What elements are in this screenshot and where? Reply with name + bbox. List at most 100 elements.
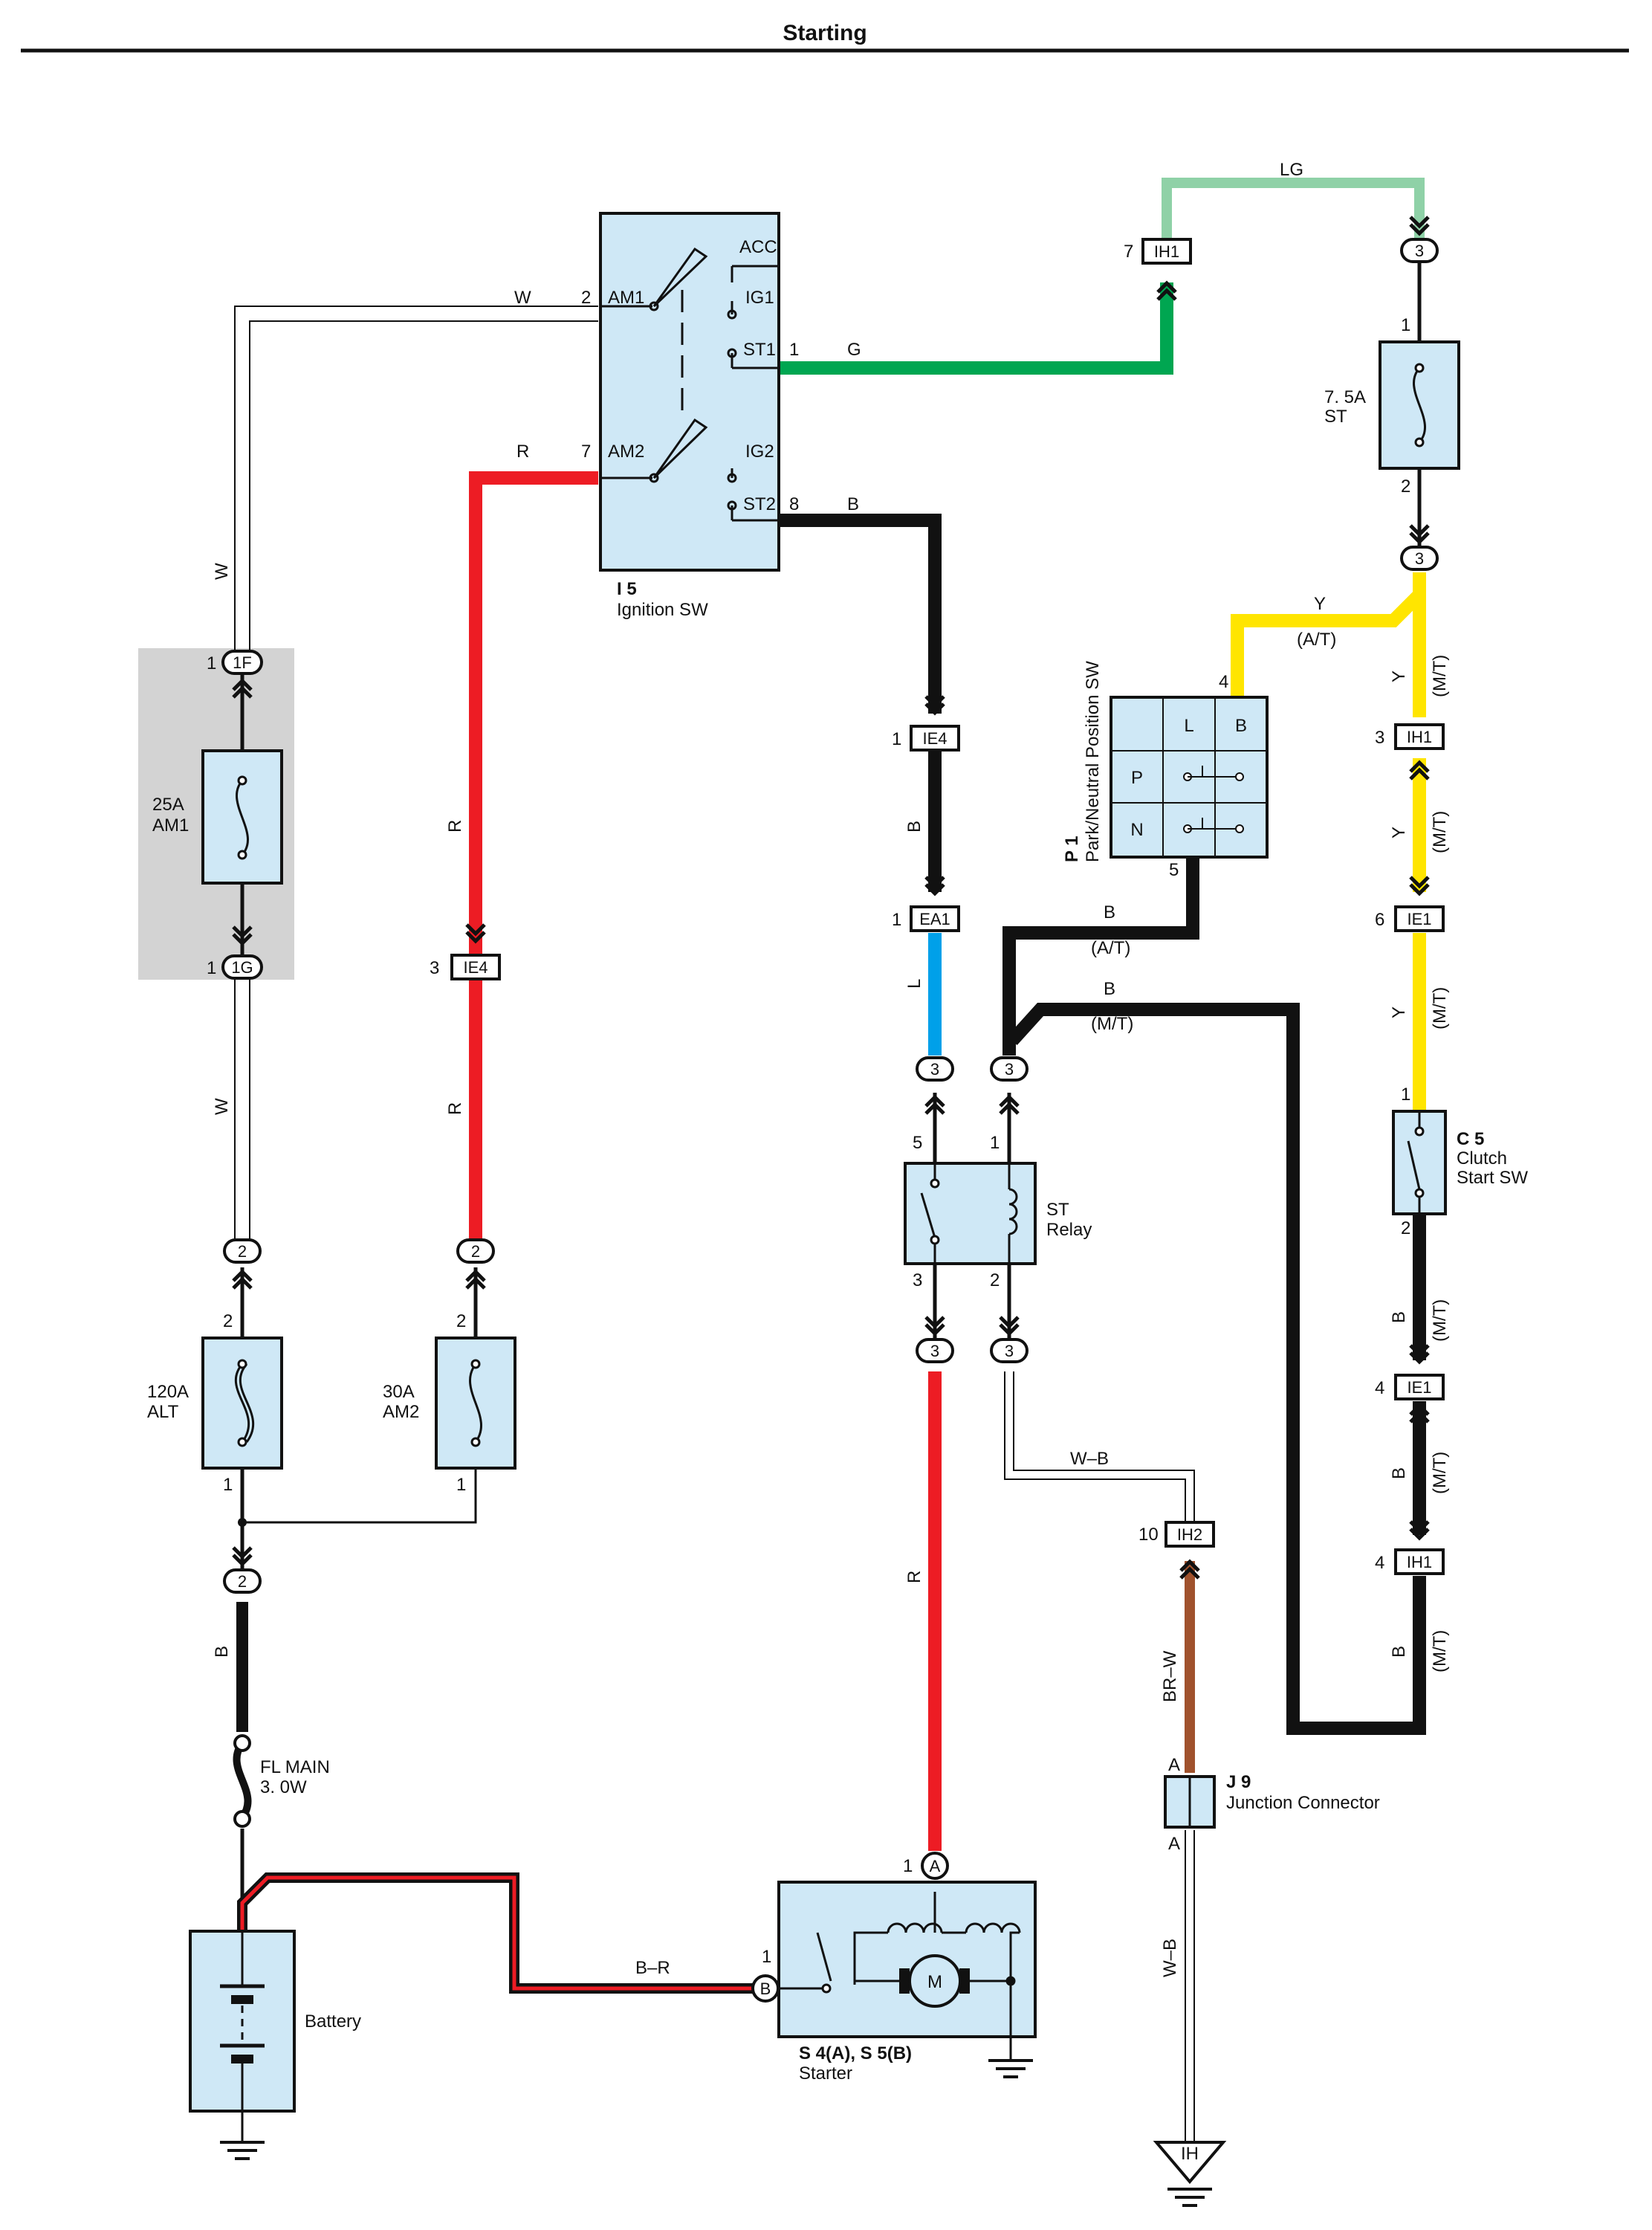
fuse-am2-pin-bottom: 1 [456,1475,466,1495]
ignition-switch [599,212,780,572]
wire-label-brw: BR–W [1160,1650,1180,1702]
conn-ie4-r [450,954,501,980]
pn-switch-grid [1111,697,1267,857]
conn-1f-pin: 1 [207,653,216,673]
conn-1g [221,954,263,980]
conn-ih1-y-code: IH1 [1407,728,1432,746]
junction-am2-top [456,1238,495,1264]
wire-label-lg: LG [1280,160,1303,180]
wire-label-b-mt: B [1104,979,1115,999]
ign-id: I 5 [617,579,637,599]
conn-ie4-b-pin: 1 [892,729,901,749]
relay-pin-2: 2 [990,1270,1000,1290]
conn-ih1-top-pin: 7 [1124,242,1133,262]
starter-internals [779,1892,1021,2022]
conn-1f [221,650,263,675]
relay-pin-3: 3 [913,1270,922,1290]
wire-label-y-mt3: Y [1389,1006,1409,1018]
conn-ea1-code: EA1 [919,910,950,928]
wire-br-inner [240,1875,764,1991]
page-title: Starting [783,21,867,45]
wire-alt-am2-join [241,1468,477,1554]
wire-label-b-mt-r1: B [1389,1311,1409,1323]
wire-label-w-left: W [212,563,232,580]
ignition-switch-contacts [600,247,779,522]
ign-am2-label: AM2 [608,442,644,462]
wire-label-w-top: W [514,288,531,308]
fuse-st-pin-top: 1 [1401,315,1410,335]
conn-ih1-b-pin: 4 [1375,1553,1384,1573]
j9-id: J 9 [1226,1772,1251,1792]
starter-pin-b: 1 [762,1947,771,1967]
wire-label-r-top: R [516,442,529,462]
fuse-alt-rating: 120A [147,1382,189,1402]
wire-label-mt1: (M/T) [1430,655,1450,697]
wire-label-mt4: (M/T) [1091,1014,1133,1034]
starter-term-a [921,1852,949,1880]
clutch-switch-internals [1407,1111,1425,1214]
conn-ie4-r-pin: 3 [430,958,439,978]
conn-1g-code: 1G [231,958,253,977]
conn-1g-pin: 1 [207,958,216,978]
junction-relay-b2-pin: 3 [1005,1342,1014,1360]
relay-line2: Relay [1046,1220,1092,1240]
ground-ih-label: IH [1181,2144,1199,2164]
fuse-st-pin-bottom: 2 [1401,476,1410,497]
clutch-pin-top: 1 [1401,1085,1410,1105]
fuse-st-rating: 7. 5A [1324,387,1366,407]
ign-pin-am1: 2 [581,288,591,308]
wire-label-at2: (A/T) [1091,938,1130,958]
wire-label-w-left2: W [212,1098,232,1115]
fuse-st-element [1413,367,1426,443]
conn-ih1-top-code: IH1 [1154,242,1179,261]
fuse-am1-rating: 25A [152,795,184,815]
motor-brush-r [959,1968,970,1994]
conn-ea1-pin: 1 [892,910,901,930]
wire-label-br: B–R [635,1958,670,1978]
relay-pin-1: 1 [990,1133,1000,1153]
fuse-am1-name: AM1 [152,815,189,836]
wire-b-at [1002,859,1199,1056]
junction-am2-top-pin: 2 [471,1242,480,1261]
wire-label-b-batt: B [212,1646,232,1658]
fuse-alt-element [234,1363,255,1443]
conn-ih1-top [1141,238,1192,265]
fl-name: FL MAIN [260,1757,330,1777]
wire-label-r-mid: R [445,820,465,833]
conn-ea1 [910,905,960,932]
wire-label-g: G [847,340,861,360]
pn-col-b: B [1235,716,1247,736]
pn-name: Park/Neutral Position SW [1083,661,1103,862]
battery-ground [218,2141,266,2160]
fusible-link [233,1741,252,1820]
wire-w-am1 [234,306,598,1249]
ign-pin-st1: 1 [789,340,799,360]
pn-row-n: N [1130,820,1143,840]
conn-ih1-b-code: IH1 [1407,1553,1432,1571]
fuse-alt-name: ALT [147,1402,179,1422]
wire-label-mt6: (M/T) [1430,1452,1450,1494]
ign-acc-label: ACC [739,237,777,257]
junction-relay-r [990,1056,1029,1082]
starter-name: Starter [799,2063,852,2084]
starter-term-a-label: A [930,1857,941,1875]
conn-ih2 [1165,1521,1215,1548]
wire-label-b-st2: B [847,494,859,514]
fuse-am2-element [469,1363,482,1443]
battery-name: Battery [305,2011,361,2032]
junction-relay-b1-pin: 3 [930,1342,939,1360]
j9-pin-bottom: A [1168,1834,1180,1854]
fuse-alt-pin-bottom: 1 [223,1475,233,1495]
wire-label-y-mt2: Y [1389,827,1409,838]
relay-line1: ST [1046,1200,1069,1220]
pn-pin-top: 4 [1219,672,1228,692]
wire-label-mt3: (M/T) [1430,987,1450,1030]
fuse-am2-name: AM2 [383,1402,419,1422]
junction-st-pin: 3 [1415,549,1424,568]
conn-ih2-pin: 10 [1138,1525,1159,1545]
junction-relay-b1 [916,1338,954,1363]
junction-relay-r-pin: 3 [1005,1060,1014,1079]
fl-rating: 3. 0W [260,1777,307,1797]
conn-ie1-b-code: IE1 [1407,1378,1431,1397]
